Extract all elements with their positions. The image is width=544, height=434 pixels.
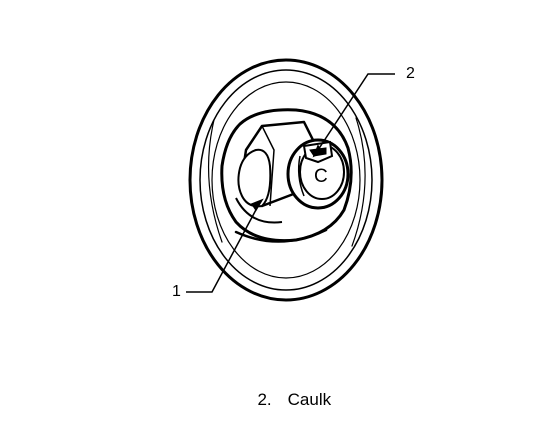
flange-ring-3 — [211, 81, 361, 279]
hex-nut-washer-lip — [235, 197, 283, 224]
flange-outer-ring — [188, 58, 384, 302]
callout-2-number: 2 — [406, 65, 415, 82]
callout-1-number: 1 — [172, 283, 181, 300]
bolt-marking-letter: C — [314, 166, 328, 187]
leader-1-arrowhead — [250, 198, 264, 212]
hex-nut-front-face — [237, 148, 272, 208]
legend-item-label: Caulk — [287, 390, 332, 409]
flange-shading-arc-left — [207, 119, 223, 243]
flange-ring-2 — [199, 69, 373, 291]
hub-recess-inner-edge — [234, 228, 328, 243]
legend-caption: 2. Caulk — [248, 370, 331, 410]
bolt-end-inner-rim — [297, 155, 305, 197]
hub-recess — [220, 108, 353, 243]
leader-2-arrowhead — [312, 144, 324, 158]
leader-line-2 — [312, 73, 395, 158]
outer-flange — [188, 58, 384, 302]
leader-2-path — [317, 73, 395, 151]
leader-1-path — [186, 205, 259, 293]
legend-item-number: 2. — [257, 390, 272, 409]
hub-recess-outline — [220, 108, 353, 243]
flange-shading-arc-right — [351, 117, 366, 247]
hex-nut-face-edge — [261, 125, 275, 207]
leader-line-1 — [186, 198, 264, 293]
